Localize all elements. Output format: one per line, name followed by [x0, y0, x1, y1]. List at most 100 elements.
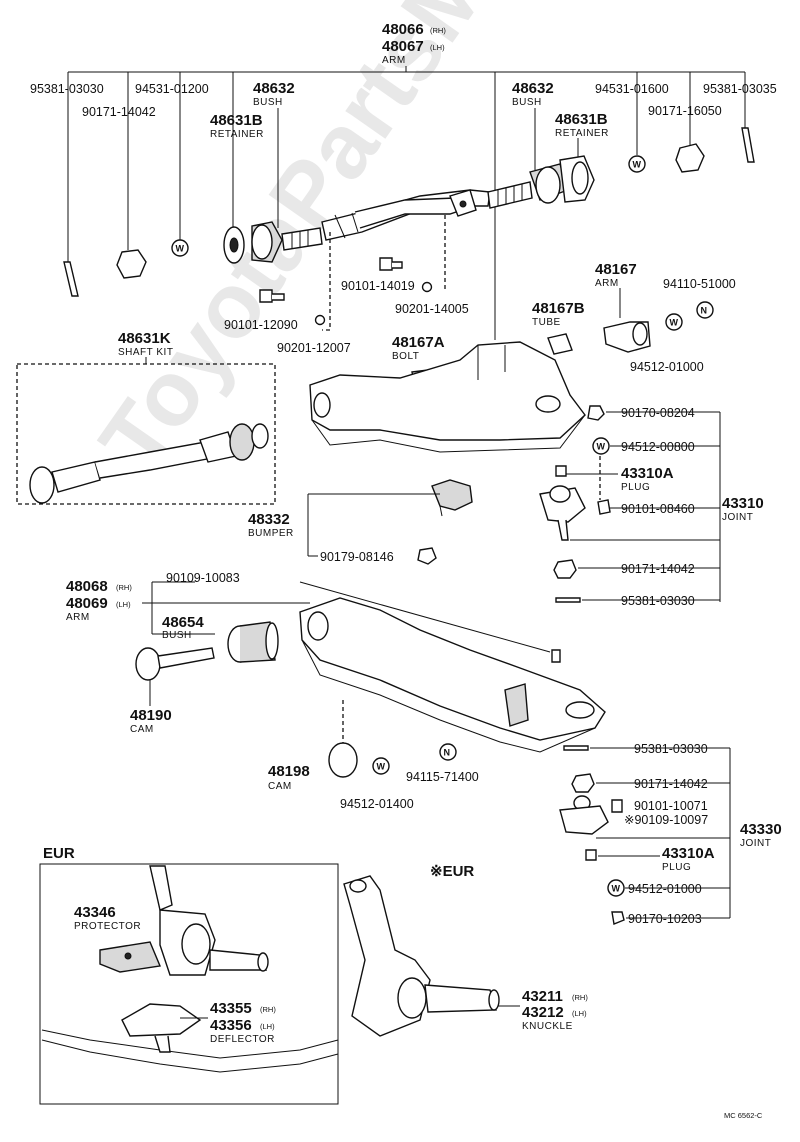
label-90101-12090: 90101-12090	[224, 318, 298, 332]
label-43212: 43212	[522, 1004, 564, 1021]
label-cam-small: CAM	[268, 781, 292, 792]
label-43310: 43310	[722, 495, 764, 512]
label-90171-14042-low: 90171-14042	[634, 777, 708, 791]
label-90101-08460: 90101-08460	[621, 502, 695, 516]
label-48167b: 48167B	[532, 300, 585, 317]
arm-48066-callout: 48066 (RH) 48067 (LH) ARM	[68, 21, 745, 73]
bumper-48332	[431, 479, 473, 517]
label-48167: 48167	[595, 261, 637, 278]
label-95381-03030-top: 95381-03030	[30, 82, 104, 96]
label-bush-right: BUSH	[512, 97, 542, 108]
label-retainer-left: RETAINER	[210, 129, 264, 140]
label-deflector: DEFLECTOR	[210, 1034, 275, 1045]
label-43310a-low: 43310A	[662, 845, 715, 862]
arm-description: ARM	[382, 55, 406, 66]
eur-box	[39, 863, 339, 1105]
label-43356-lh: (LH)	[260, 1022, 275, 1031]
label-90171-14042-top: 90171-14042	[82, 105, 156, 119]
label-retainer-right: RETAINER	[555, 128, 609, 139]
label-90171-14042-mid: 90171-14042	[621, 562, 695, 576]
label-48631b-right: 48631B	[555, 111, 608, 128]
label-95381-03035: 95381-03035	[703, 82, 777, 96]
label-48631k: 48631K	[118, 330, 171, 347]
label-tube: TUBE	[532, 317, 561, 328]
label-48069-lh: (LH)	[116, 600, 131, 609]
label-94512-01000-low: 94512-01000	[628, 882, 702, 896]
label-eur-box: EUR	[43, 845, 75, 862]
label-43355-rh: (RH)	[260, 1005, 276, 1014]
label-90171-16050: 90171-16050	[648, 104, 722, 118]
upper-control-arm	[309, 341, 586, 453]
arm-part-number-rh: 48066	[382, 21, 424, 38]
arm-rh-tag: (RH)	[430, 26, 446, 35]
label-90101-10071: 90101-10071	[634, 799, 708, 813]
diagram-stamp: MC 6562-C	[724, 1111, 763, 1120]
label-90201-14005: 90201-14005	[395, 302, 469, 316]
label-48632-right: 48632	[512, 80, 554, 97]
label-arm-upper-small: ARM	[595, 278, 619, 289]
label-90170-08204: 90170-08204	[621, 406, 695, 420]
label-48632-left: 48632	[253, 80, 295, 97]
deflector-43355-part	[121, 1003, 202, 1053]
shaft-kit-part	[29, 423, 269, 504]
label-48068-rh: (RH)	[116, 583, 132, 592]
protector-43346-part	[99, 941, 161, 973]
label-94512-01000-top: 94512-01000	[630, 360, 704, 374]
label-plug-lower: PLUG	[662, 862, 691, 873]
label-48198: 48198	[268, 763, 310, 780]
label-94531-01600: 94531-01600	[595, 82, 669, 96]
label-48068: 48068	[66, 578, 108, 595]
arm-part-number-lh: 48067	[382, 38, 424, 55]
label-48332: 48332	[248, 511, 290, 528]
label-43212-lh: (LH)	[572, 1009, 587, 1018]
washer-w-icon-joint-lower: W	[612, 884, 621, 894]
label-94115-71400: 94115-71400	[406, 770, 479, 784]
label-plug-upper: PLUG	[621, 482, 650, 493]
washer-w-icon-upper: W	[670, 318, 679, 328]
knuckle-43211-part	[343, 875, 500, 1037]
washer-w-icon-right: W	[633, 160, 642, 170]
label-48167a: 48167A	[392, 334, 445, 351]
arm-lh-tag: (LH)	[430, 43, 445, 52]
bolt-90101-14019	[379, 257, 403, 271]
shaft-kit-box	[16, 363, 276, 505]
cam-48198-part	[328, 742, 358, 778]
label-knuckle: KNUCKLE	[522, 1021, 573, 1032]
bolt-90101-12090	[259, 289, 285, 303]
arm-48167-part	[603, 321, 651, 353]
label-90109-10083: 90109-10083	[166, 571, 240, 585]
label-protector: PROTECTOR	[74, 921, 141, 932]
label-eur-star: ※EUR	[430, 863, 474, 880]
cam-bolt-48190	[135, 647, 215, 681]
label-94512-00800: 94512-00800	[621, 440, 695, 454]
nut-n-icon-lower: N	[444, 748, 451, 758]
label-bush-left: BUSH	[253, 97, 283, 108]
label-48654: 48654	[162, 614, 204, 631]
upper-shaft-assembly: W W	[63, 127, 755, 297]
label-bush-lower: BUSH	[162, 630, 192, 641]
label-48069: 48069	[66, 595, 108, 612]
label-shaft-kit: SHAFT KIT	[118, 347, 173, 358]
lower-control-arm	[299, 597, 606, 753]
label-94531-01200: 94531-01200	[135, 82, 209, 96]
label-43310a: 43310A	[621, 465, 674, 482]
label-bumper: BUMPER	[248, 528, 294, 539]
ball-joint-lower	[559, 795, 623, 835]
label-cam-lower: CAM	[130, 724, 154, 735]
label-48190: 48190	[130, 707, 172, 724]
label-43355: 43355	[210, 1000, 252, 1017]
label-94512-01400: 94512-01400	[340, 797, 414, 811]
label-94110-51000: 94110-51000	[663, 277, 736, 291]
label-90109-10097: ※90109-10097	[624, 813, 708, 827]
label-90170-10203: 90170-10203	[628, 912, 702, 926]
label-bolt: BOLT	[392, 351, 419, 362]
label-43346: 43346	[74, 904, 116, 921]
washer-w-icon-lower: W	[377, 762, 386, 772]
washer-w-icon-joint: W	[597, 442, 606, 452]
label-joint-lower: JOINT	[740, 838, 771, 849]
eur-knuckle-part	[41, 865, 339, 1073]
label-43356: 43356	[210, 1017, 252, 1034]
label-90179-08146: 90179-08146	[320, 550, 394, 564]
label-90101-14019: 90101-14019	[341, 279, 415, 293]
